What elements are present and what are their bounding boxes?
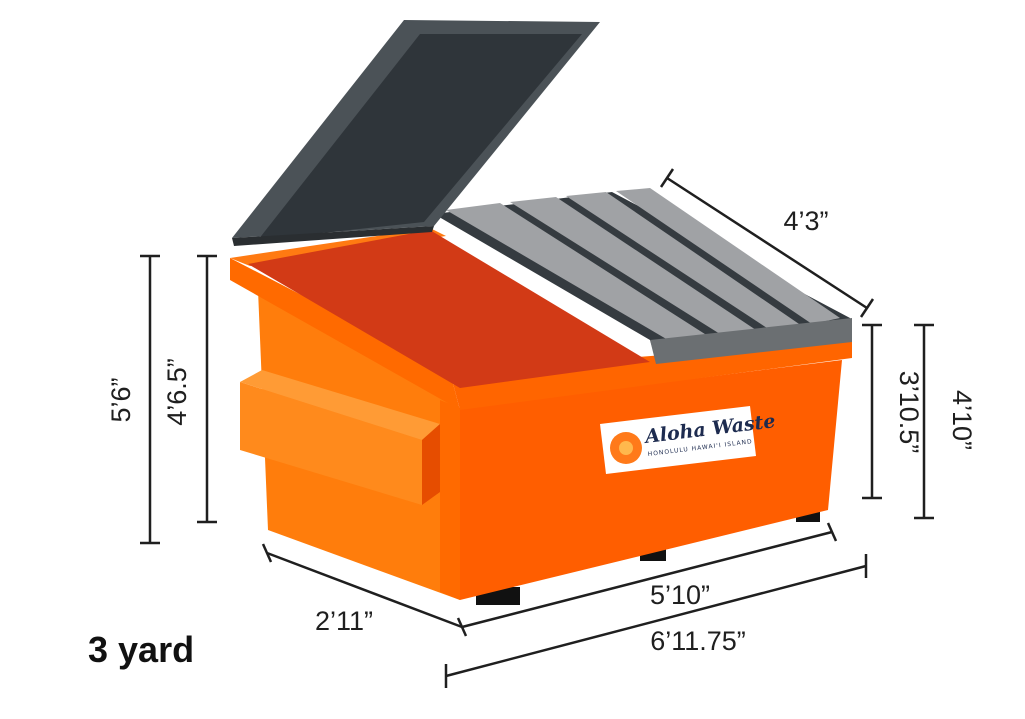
label-side-depth: 2’11” bbox=[315, 606, 373, 636]
dim-line-body-width bbox=[461, 530, 833, 629]
fork-pocket-top bbox=[240, 370, 440, 440]
fork-pocket-end bbox=[422, 424, 440, 505]
open-top bbox=[248, 230, 650, 388]
dim-cap bbox=[826, 522, 838, 542]
dimension-lines bbox=[140, 168, 934, 688]
dim-line-lid-depth bbox=[666, 176, 868, 310]
open-lid-edge bbox=[232, 226, 434, 246]
lid-rib bbox=[616, 188, 840, 324]
aloha-waste-logo: Aloha Waste HONOLULU HAWAI'I ISLAND bbox=[600, 406, 777, 474]
label-body-width: 5’10” bbox=[650, 580, 710, 610]
label-front-height: 4’6.5” bbox=[162, 358, 192, 426]
rim-front bbox=[450, 340, 852, 410]
lid-rib bbox=[446, 203, 708, 340]
dim-line-overall-width bbox=[445, 564, 867, 678]
fork-pocket bbox=[240, 382, 422, 505]
size-caption: 3 yard bbox=[88, 629, 194, 670]
label-overall-height: 5’6” bbox=[106, 377, 136, 422]
closed-lid-front-edge bbox=[650, 318, 852, 364]
logo-sun-center bbox=[619, 441, 633, 455]
dim-cap bbox=[659, 168, 675, 188]
lid-rib bbox=[566, 192, 802, 330]
dumpster-side-edge bbox=[440, 400, 460, 600]
dim-cap bbox=[859, 298, 875, 318]
dim-line-side-depth bbox=[266, 551, 463, 629]
label-overall-width: 6’11.75” bbox=[650, 626, 746, 656]
rim-left bbox=[230, 258, 460, 410]
lid-ribs bbox=[446, 188, 840, 340]
label-back-height: 3’10.5” bbox=[894, 371, 924, 454]
label-back-height-total: 4’10” bbox=[947, 390, 977, 450]
label-lid-depth: 4’3” bbox=[783, 206, 828, 236]
open-lid-panel bbox=[258, 34, 582, 240]
dim-cap bbox=[261, 543, 273, 563]
lid-rib bbox=[510, 197, 756, 334]
dumpster: Aloha Waste HONOLULU HAWAI'I ISLAND bbox=[230, 20, 852, 605]
